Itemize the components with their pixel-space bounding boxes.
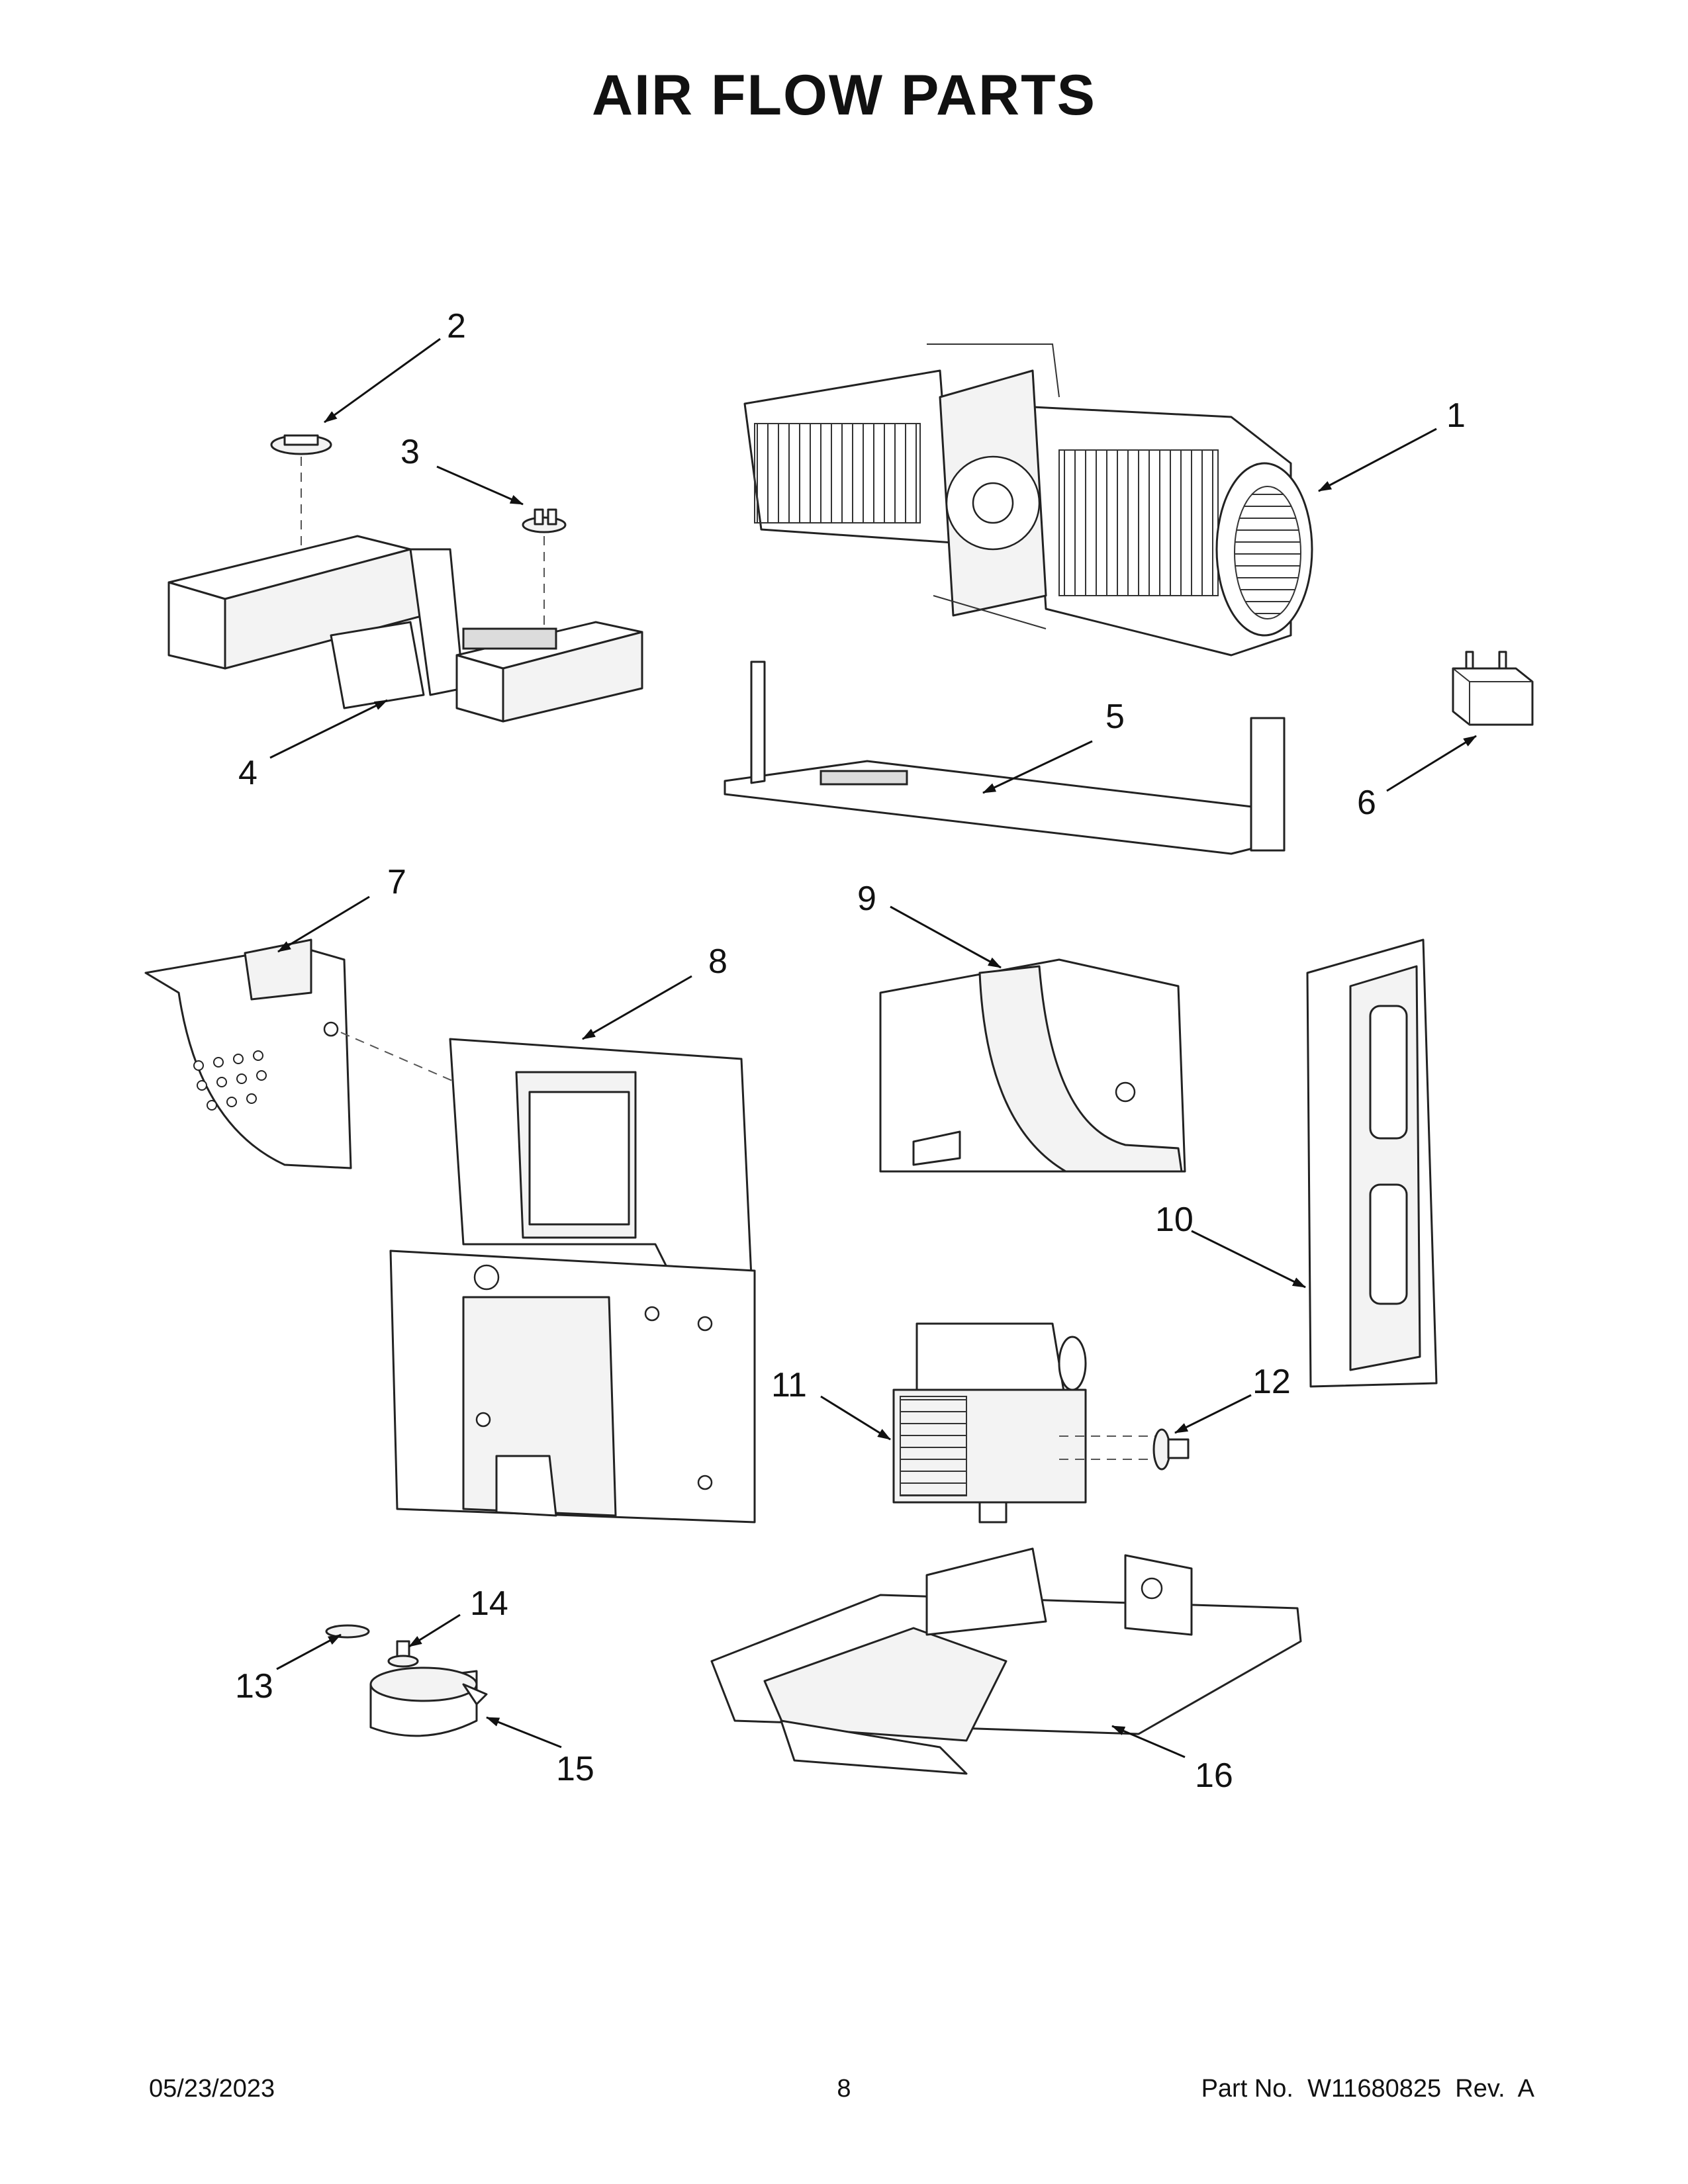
callout-15: 15: [556, 1750, 594, 1788]
side-panel: [1306, 938, 1438, 1388]
leader-7: [277, 895, 370, 953]
leader-5: [982, 740, 1093, 794]
leader-11: [820, 1395, 891, 1441]
thermal-cutout-switch: [522, 508, 567, 649]
callout-8: 8: [708, 942, 727, 981]
air-duct-housing: [167, 535, 643, 723]
page-title: AIR FLOW PARTS: [591, 64, 1097, 127]
waveguide-assembly: [389, 1038, 756, 1524]
leader-6: [1386, 735, 1477, 792]
leader-12: [1174, 1394, 1252, 1434]
callout-1: 1: [1446, 396, 1466, 435]
callout-4: 4: [238, 754, 258, 792]
footer-date: 05/23/2023: [149, 2075, 275, 2103]
footer-part-number: Part No. W11680825 Rev. A: [1201, 2075, 1534, 2103]
leader-15: [486, 1716, 562, 1749]
callout-6: 6: [1357, 784, 1376, 822]
callout-3: 3: [400, 433, 420, 471]
leader-3: [436, 465, 524, 506]
callout-10: 10: [1155, 1201, 1194, 1239]
leader-4: [269, 699, 388, 759]
waveguide-cover: [879, 958, 1186, 1173]
callout-13: 13: [235, 1667, 273, 1706]
leader-2: [324, 338, 441, 424]
callout-11: 11: [771, 1366, 807, 1404]
leader-10: [1191, 1230, 1306, 1289]
leader-9: [890, 905, 1002, 969]
magnetron: [892, 1322, 1165, 1524]
leader-8: [582, 975, 692, 1040]
air-guide: [144, 938, 616, 1169]
magnetron-thermal-cutout: [1152, 1428, 1190, 1471]
callout-16: 16: [1195, 1756, 1233, 1795]
leader-14: [408, 1614, 461, 1648]
callout-2: 2: [447, 307, 466, 345]
thermostat-disc: [270, 434, 332, 569]
callout-5: 5: [1105, 698, 1125, 736]
callout-9: 9: [857, 880, 876, 918]
callout-7: 7: [387, 863, 406, 901]
fan-mounting-plate: [724, 660, 1286, 855]
callout-numbers: 1 2 3 4 5 6 7 8 9 10 11 12 13 14 15 16: [235, 307, 1466, 1795]
capacitor: [1452, 651, 1534, 726]
callout-leaders: [269, 338, 1477, 1758]
callout-12: 12: [1252, 1363, 1291, 1401]
footer-page-number: 8: [837, 2075, 851, 2103]
callout-14: 14: [470, 1584, 508, 1623]
leader-16: [1111, 1725, 1186, 1758]
leader-13: [276, 1633, 342, 1670]
turntable-motor: [369, 1666, 488, 1737]
leader-1: [1318, 428, 1437, 492]
thermostat-clip: [325, 1624, 370, 1639]
base-plate: [710, 1547, 1302, 1775]
motor-shaft-coupler: [387, 1640, 419, 1668]
blower-fan-assembly: [743, 343, 1313, 657]
